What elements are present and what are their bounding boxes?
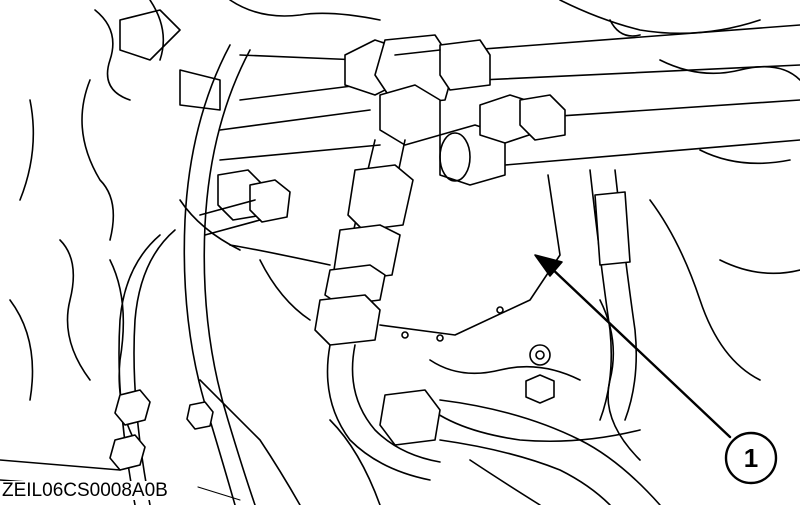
lower-hose — [379, 389, 661, 505]
left-side-fitting — [199, 169, 291, 236]
figure-id-label: ZEIL06CS0008A0B — [2, 480, 170, 501]
top-left-fittings — [119, 9, 381, 161]
callout-leader — [534, 254, 732, 439]
cover-plate — [229, 174, 561, 342]
left-hose — [118, 44, 256, 505]
callout-number-1: 1 — [743, 442, 759, 473]
right-fittings — [439, 94, 800, 421]
top-lines — [344, 24, 800, 106]
figure-id-leader — [197, 486, 241, 501]
bottom-left-bolts — [0, 389, 214, 489]
callout-circle-1 — [724, 431, 778, 485]
